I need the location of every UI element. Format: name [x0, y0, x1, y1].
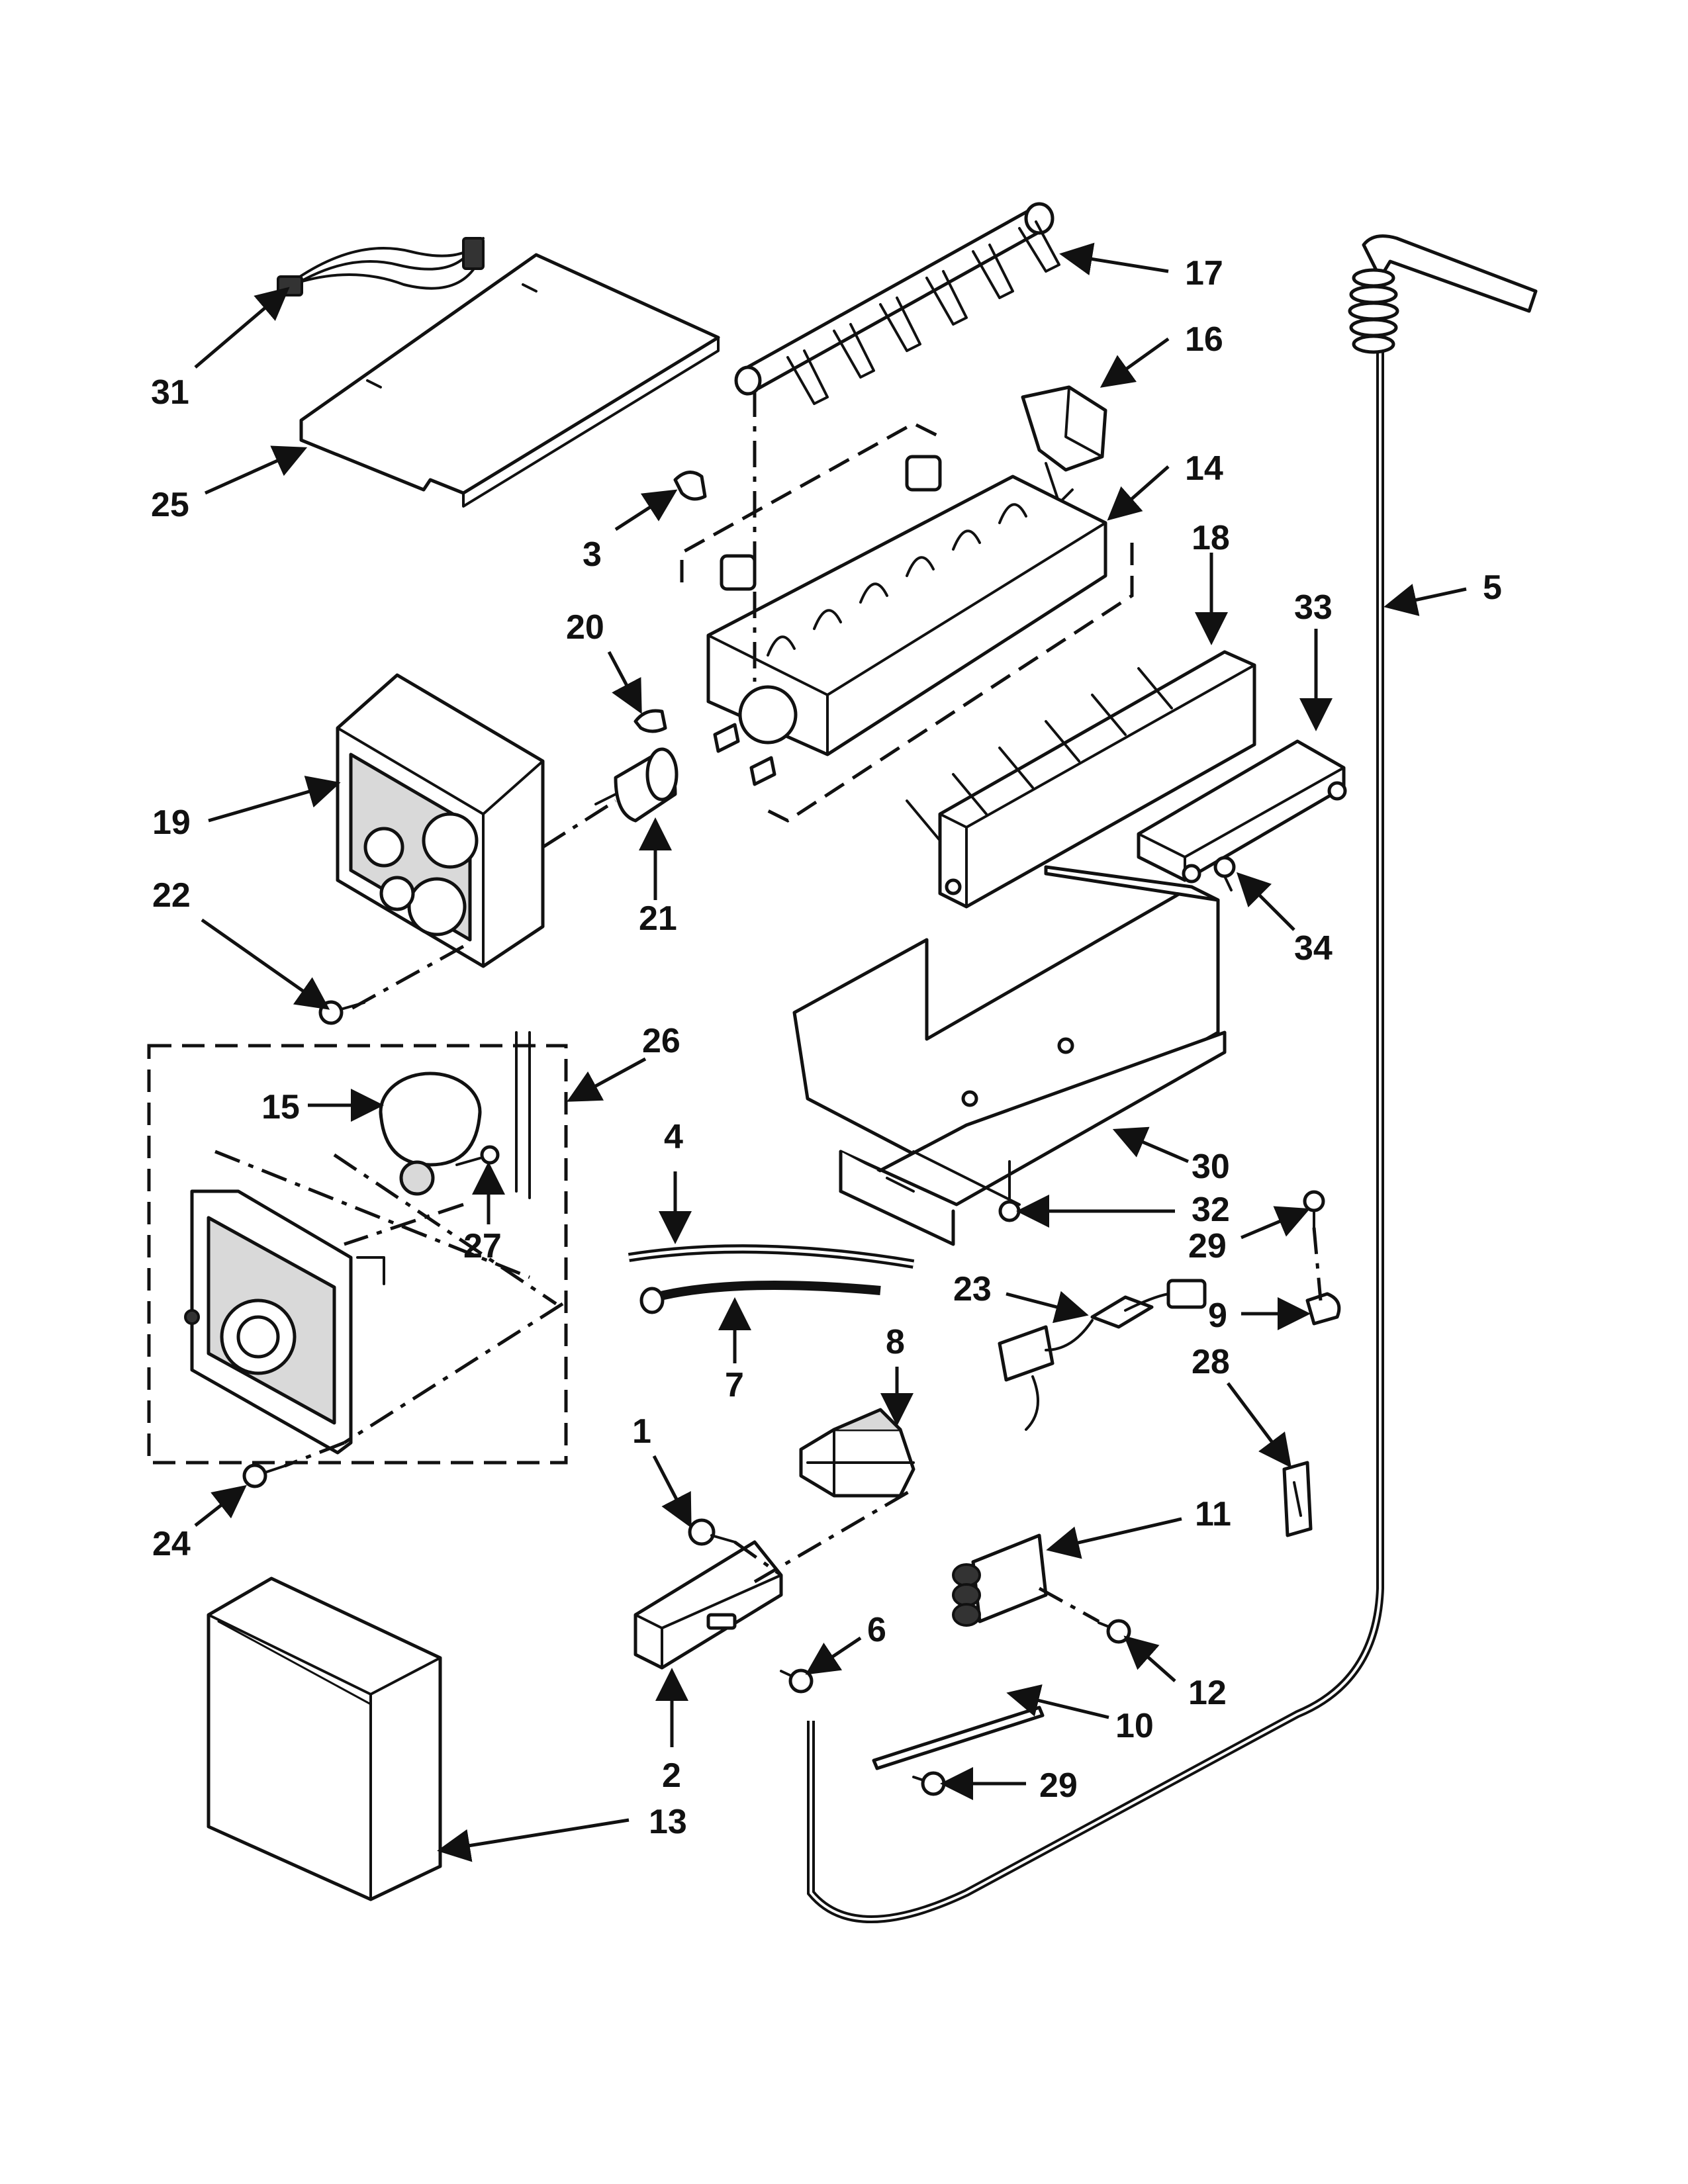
part-24-screw [242, 1463, 286, 1488]
callout-11: 11 [1195, 1495, 1231, 1533]
part-25-cover [299, 253, 720, 508]
part-34-screw [1213, 856, 1236, 891]
part-1-screw [688, 1518, 736, 1546]
part-7-tube [639, 1281, 881, 1314]
callout-12: 12 [1188, 1674, 1227, 1712]
part-13-ice-bin [207, 1576, 442, 1901]
callout-30: 30 [1192, 1148, 1230, 1186]
callout-2: 2 [662, 1756, 681, 1795]
part-31-wire-harness [277, 237, 485, 296]
callout-16: 16 [1185, 320, 1223, 359]
part-4-tube [628, 1244, 915, 1269]
part-26-module-assembly [147, 1044, 568, 1465]
callout-31: 31 [151, 373, 189, 412]
part-8-valve [799, 1408, 915, 1498]
callout-29a: 29 [1188, 1227, 1227, 1265]
part-14-mold-heater [680, 422, 1134, 823]
callout-21: 21 [639, 899, 677, 938]
callout-7: 7 [725, 1366, 744, 1404]
part-33-bracket [1137, 739, 1347, 884]
callout-29b: 29 [1039, 1766, 1078, 1805]
part-28-clip [1282, 1461, 1313, 1537]
callout-28: 28 [1192, 1343, 1230, 1381]
part-10-strip [872, 1706, 1045, 1770]
part-32-screw [998, 1160, 1021, 1222]
part-11-bracket [952, 1533, 1048, 1627]
callout-1: 1 [632, 1412, 651, 1451]
part-21-coupling [594, 747, 679, 823]
part-23-harness [998, 1279, 1207, 1431]
callout-labels: 31 25 3 17 16 14 18 33 5 20 19 21 22 34 … [151, 254, 1502, 1841]
module-plate [184, 1189, 385, 1455]
callout-8: 8 [886, 1323, 905, 1361]
callout-5: 5 [1483, 569, 1502, 607]
part-2-valve-bracket [633, 1540, 783, 1670]
callout-10: 10 [1115, 1707, 1154, 1745]
callout-6: 6 [867, 1611, 886, 1649]
leader-arrows [194, 242, 1467, 1862]
callout-25: 25 [151, 486, 189, 524]
callout-26: 26 [642, 1022, 680, 1060]
part-3-clip [673, 471, 707, 501]
part-5-fill-tube [807, 234, 1538, 1923]
callout-33: 33 [1294, 588, 1333, 627]
part-9-clip [1305, 1292, 1341, 1326]
callout-32: 32 [1192, 1191, 1230, 1229]
callout-15: 15 [261, 1088, 300, 1126]
part-16-fill-cup [1021, 385, 1107, 504]
part-29a-screw [1303, 1190, 1325, 1229]
callout-14: 14 [1185, 449, 1223, 488]
callout-22: 22 [152, 876, 191, 915]
callout-18: 18 [1192, 519, 1230, 557]
callout-9: 9 [1208, 1297, 1227, 1335]
callout-34: 34 [1294, 929, 1333, 968]
part-6-screw [780, 1668, 814, 1694]
part-30-tray [792, 865, 1227, 1246]
alignment-lines [214, 390, 1323, 1623]
callout-27: 27 [463, 1227, 502, 1265]
part-12-screw [1098, 1619, 1131, 1644]
callout-20: 20 [566, 608, 604, 647]
callout-4: 4 [664, 1118, 683, 1156]
part-20-clip [633, 709, 667, 733]
callout-13: 13 [649, 1803, 687, 1841]
callout-17: 17 [1185, 254, 1223, 293]
part-19-housing [336, 673, 545, 968]
callout-19: 19 [152, 803, 191, 842]
callout-3: 3 [583, 535, 602, 574]
callout-24: 24 [152, 1525, 191, 1563]
part-29b-screw [912, 1771, 946, 1796]
part-15-motor [379, 1031, 531, 1199]
callout-23: 23 [953, 1270, 992, 1308]
part-18-stripper [906, 650, 1256, 909]
part-17-ejector [734, 202, 1060, 405]
